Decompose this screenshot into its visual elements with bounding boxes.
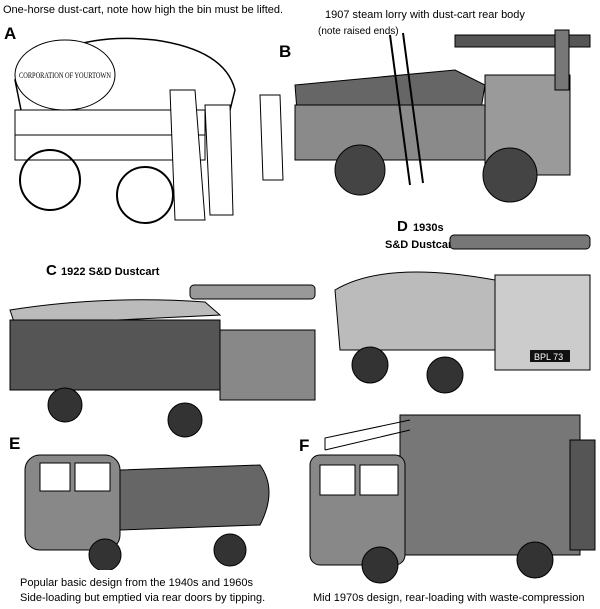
steam-lorry-illustration (294, 29, 591, 203)
1930s-dustcart-illustration: BPL 73 (334, 234, 591, 394)
label-f: F (299, 436, 310, 455)
caption-d-line2: S&D Dustcart (385, 239, 456, 251)
1922-dustcart-illustration (9, 284, 316, 438)
caption-d-line1: 1930s (413, 222, 444, 234)
label-c: C (46, 262, 57, 279)
caption-b: 1907 steam lorry with dust-cart rear bod… (325, 9, 525, 21)
caption-e-line2: Side-loading but emptied via rear doors … (20, 592, 266, 604)
label-a: A (4, 24, 17, 43)
label-b: B (279, 42, 292, 61)
caption-f: Mid 1970s design, rear-loading with wast… (313, 592, 585, 604)
caption-c: 1922 S&D Dustcart (61, 266, 160, 278)
cart-lettering: CORPORATION OF YOURTOWN (19, 71, 111, 80)
note-b: (note raised ends) (318, 26, 399, 37)
caption-a: One-horse dust-cart, note how high the b… (3, 4, 284, 16)
1970s-compression-dustcart-illustration (309, 414, 596, 584)
label-d: D (397, 218, 408, 235)
caption-e-line1: Popular basic design from the 1940s and … (20, 577, 253, 589)
label-e: E (9, 434, 21, 453)
horse-dust-cart-illustration: CORPORATION OF YOURTOWN (14, 37, 284, 224)
license-plate: BPL 73 (534, 352, 563, 362)
1940s-dustcart-illustration (24, 454, 270, 570)
